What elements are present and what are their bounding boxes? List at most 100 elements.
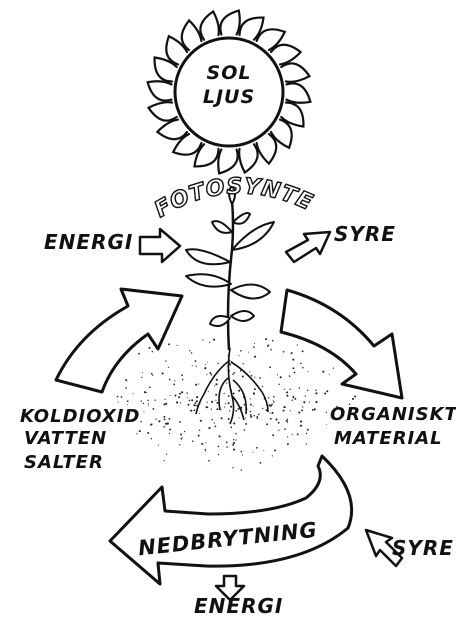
soil-dot — [201, 443, 203, 445]
soil-dot — [298, 411, 300, 413]
inputs-label-line3: SALTER — [24, 452, 104, 473]
soil-dot — [315, 390, 316, 391]
soil-dot — [192, 365, 193, 366]
sun-label-line1: SOL — [174, 62, 284, 84]
soil-dot — [254, 388, 256, 390]
soil-dot — [241, 469, 242, 470]
soil-dot — [205, 364, 206, 365]
soil-dot — [229, 410, 230, 411]
soil-dot — [198, 435, 200, 437]
soil-dot — [254, 377, 255, 378]
soil-dot — [198, 383, 199, 384]
soil-dot — [253, 392, 255, 394]
soil-dot — [147, 432, 149, 434]
soil-dot — [315, 401, 317, 403]
soil-dot — [235, 439, 236, 440]
soil-dot — [170, 395, 171, 396]
soil-dot — [294, 372, 296, 374]
soil-dot — [242, 454, 243, 455]
soil-dot — [196, 400, 198, 402]
energy-in-arrow-icon — [140, 229, 180, 262]
sun-ray — [200, 12, 218, 40]
soil-dot — [253, 406, 254, 407]
soil-dot — [182, 437, 183, 438]
soil-dot — [121, 396, 123, 398]
soil-dot — [289, 375, 291, 377]
soil-dot — [300, 420, 302, 422]
soil-dot — [204, 367, 206, 369]
soil-dot — [306, 443, 307, 444]
sun-ray — [218, 150, 237, 174]
soil-dot — [168, 343, 170, 345]
soil-dot — [302, 367, 303, 368]
soil-dot — [248, 352, 249, 353]
soil-dot — [274, 449, 276, 451]
soil-dot — [262, 408, 263, 409]
soil-dot — [190, 410, 192, 412]
soil-dot — [173, 384, 175, 386]
organic-label-line2: MATERIAL — [334, 428, 443, 449]
soil-dot — [158, 445, 159, 446]
soil-dot — [287, 436, 288, 437]
soil-dot — [287, 418, 288, 419]
soil-dot — [211, 401, 213, 403]
soil-dot — [216, 408, 218, 410]
soil-dot — [174, 380, 175, 381]
soil-dot — [329, 374, 330, 375]
soil-dot — [233, 392, 235, 394]
soil-dot — [218, 446, 220, 448]
soil-dot — [143, 403, 144, 404]
soil-dot — [194, 404, 196, 406]
soil-dot — [149, 386, 151, 388]
soil-dot — [240, 350, 242, 352]
soil-dot — [300, 363, 302, 365]
soil-dot — [268, 404, 270, 406]
soil-dot — [199, 413, 200, 414]
soil-dot — [191, 399, 193, 401]
soil-dot — [208, 391, 209, 392]
soil-dot — [179, 393, 181, 395]
soil-dot — [181, 438, 183, 440]
soil-dot — [180, 433, 182, 435]
soil-dot — [286, 420, 288, 422]
soil-dot — [242, 363, 243, 364]
soil-dot — [232, 467, 233, 468]
soil-dot — [284, 428, 286, 430]
soil-dot — [238, 417, 239, 418]
soil-dot — [269, 366, 271, 368]
soil-dot — [181, 391, 183, 393]
soil-dot — [163, 416, 165, 418]
soil-dot — [181, 374, 183, 376]
soil-dot — [209, 372, 211, 374]
soil-dot — [205, 451, 206, 452]
soil-dot — [250, 398, 251, 399]
soil-dot — [250, 414, 252, 416]
energy-in-label: ENERGI — [44, 230, 133, 254]
soil-dot — [194, 402, 196, 404]
soil-dot — [300, 425, 302, 427]
soil-dot — [259, 377, 261, 379]
soil-dot — [322, 371, 324, 373]
soil-dot — [188, 404, 190, 406]
sun-ray — [281, 63, 309, 81]
soil-dot — [211, 374, 213, 376]
soil-dot — [292, 434, 293, 435]
soil-dot — [136, 433, 137, 434]
soil-dot — [326, 390, 328, 392]
soil-dot — [286, 391, 288, 393]
soil-dot — [263, 450, 264, 451]
soil-dot — [151, 373, 153, 375]
soil-dot — [189, 400, 191, 402]
inputs-label-line1: KOLDIOXID — [20, 406, 140, 427]
soil-dot — [155, 400, 156, 401]
roots — [196, 348, 268, 424]
soil-dot — [141, 400, 142, 401]
soil-dots — [117, 338, 357, 471]
soil-dot — [228, 418, 230, 420]
soil-dot — [216, 379, 218, 381]
soil-dot — [165, 423, 167, 425]
soil-dot — [215, 394, 217, 396]
soil-dot — [125, 387, 127, 389]
soil-dot — [265, 338, 267, 340]
